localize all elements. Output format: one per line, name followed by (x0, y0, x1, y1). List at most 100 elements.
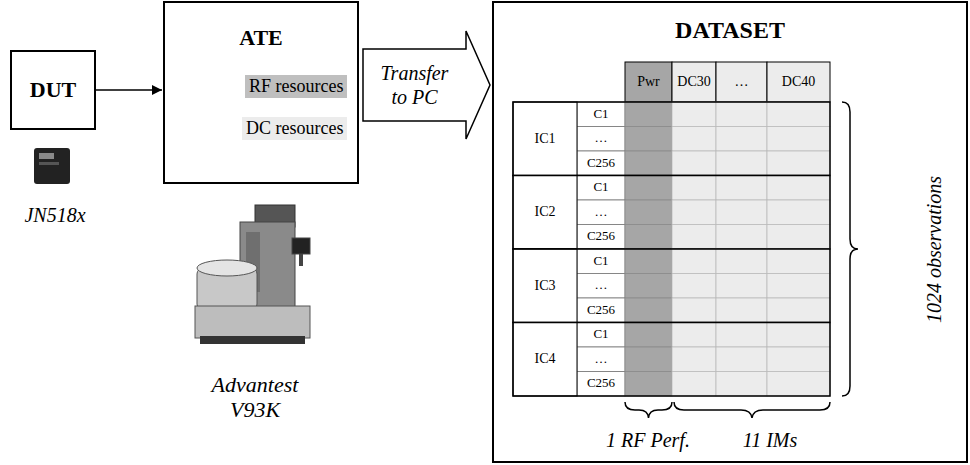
table-cell (716, 62, 767, 102)
part-label: JN518x (24, 204, 85, 227)
table-cell (577, 200, 625, 225)
table-cell (577, 151, 625, 176)
node-text: DATASET (675, 17, 785, 44)
column-header: DC30 (672, 62, 716, 102)
chip-body (34, 148, 70, 184)
table-cell (672, 225, 716, 250)
column-header: … (716, 62, 767, 102)
table-cell (672, 323, 716, 348)
table-cell (716, 274, 767, 299)
table-cell (672, 176, 716, 201)
table-cell (767, 62, 830, 102)
table-cell (767, 274, 830, 299)
table-cell (672, 62, 716, 102)
column-header: DC40 (767, 62, 830, 102)
table-cell (625, 62, 672, 102)
table-cell (625, 347, 672, 372)
row-label: C256 (577, 372, 625, 397)
row-label: … (577, 200, 625, 225)
chip-logo (39, 153, 54, 159)
row-label: C1 (577, 176, 625, 201)
row-label: C1 (577, 102, 625, 127)
dut-box: DUT (10, 50, 96, 130)
table-cell (513, 249, 830, 323)
tester-illustration (195, 205, 310, 344)
table-cell (672, 347, 716, 372)
table-cell (577, 225, 625, 250)
table-cell (672, 151, 716, 176)
table-cell (716, 372, 767, 397)
table-cell (577, 347, 625, 372)
table-cell (625, 249, 672, 274)
table-cell (767, 323, 830, 348)
table-cell (577, 274, 625, 299)
edge-label: Transfer to PC (373, 61, 457, 109)
row-label: C256 (577, 298, 625, 323)
table-cell (577, 249, 625, 274)
row-label: C1 (577, 249, 625, 274)
table-cell (767, 225, 830, 250)
table-cell (625, 127, 672, 152)
table-cell (672, 372, 716, 397)
table-cell (716, 298, 767, 323)
chip-marking (39, 162, 59, 165)
dimension-label: 1024 observations (924, 175, 947, 322)
table-cell (767, 249, 830, 274)
table-cell (716, 225, 767, 250)
ate-box: ATE RF resources DC resources (163, 1, 359, 184)
dimension-label: 1 RF Perf. (606, 429, 690, 452)
row-group-label: IC4 (513, 323, 577, 397)
table-cell (672, 298, 716, 323)
row-label: C256 (577, 225, 625, 250)
table-cell (716, 102, 767, 127)
table-cell (672, 274, 716, 299)
table-cell (513, 323, 577, 397)
monitor-stand (299, 254, 303, 266)
table-cell (672, 200, 716, 225)
table-cell (577, 323, 625, 348)
node-text: DUT (30, 77, 76, 103)
node-text: ATE (239, 25, 283, 51)
table-cell (716, 200, 767, 225)
row-label: C1 (577, 323, 625, 348)
node-text: DC resources (246, 118, 343, 139)
table-cell (767, 298, 830, 323)
brace (625, 402, 672, 418)
chip-icon (34, 148, 70, 184)
table-cell (767, 347, 830, 372)
tester-monitor (292, 238, 310, 254)
dataset-panel: DATASET (492, 1, 968, 463)
table-cell (513, 102, 577, 176)
row-group-label: IC1 (513, 102, 577, 176)
table-cell (513, 323, 830, 397)
table-cell (672, 102, 716, 127)
table-cell (767, 372, 830, 397)
table-cell (513, 249, 577, 323)
table-cell (625, 176, 672, 201)
table-cell (716, 323, 767, 348)
test-head-top (197, 260, 257, 276)
table-cell (625, 151, 672, 176)
row-label: … (577, 274, 625, 299)
resource-band: RF resources (245, 75, 347, 98)
table-cell (625, 274, 672, 299)
table-cell (577, 102, 625, 127)
table-cell (716, 127, 767, 152)
table-cell (716, 347, 767, 372)
table-cell (513, 102, 830, 176)
table-cell (513, 176, 577, 250)
resource-band: DC resources (242, 117, 347, 140)
dimension-label: 11 IMs (743, 429, 798, 452)
table-cell (577, 127, 625, 152)
table-cell (716, 176, 767, 201)
node-text: RF resources (249, 76, 343, 97)
table-cell (767, 200, 830, 225)
part-label: Advantest V93K (200, 372, 310, 423)
row-label: C256 (577, 151, 625, 176)
row-group-label: IC3 (513, 249, 577, 323)
row-group-label: IC2 (513, 176, 577, 250)
table-cell (577, 372, 625, 397)
